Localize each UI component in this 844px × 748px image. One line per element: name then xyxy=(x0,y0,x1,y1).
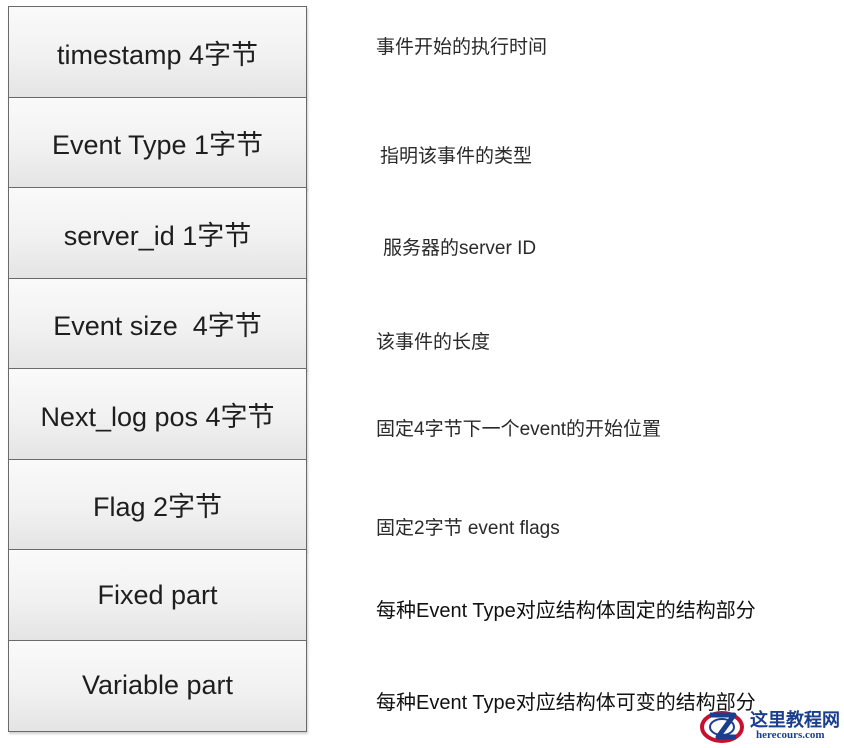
field-box-next-log-pos: Next_log pos 4字节 xyxy=(8,368,307,460)
field-box-variable-part: Variable part xyxy=(8,639,307,732)
field-description-event-type: 指明该事件的类型 xyxy=(380,146,533,167)
field-description-next-log-pos: 固定4字节下一个event的开始位置 xyxy=(376,419,662,440)
field-description-fixed-part: 每种Event Type对应结构体固定的结构部分 xyxy=(376,600,756,622)
watermark-url: herecours.com xyxy=(756,729,825,741)
field-box-server-id: server_id 1字节 xyxy=(8,187,307,279)
field-box-timestamp: timestamp 4字节 xyxy=(8,6,307,98)
field-description-timestamp: 事件开始的执行时间 xyxy=(376,37,548,58)
watermark-title: 这里教程网 xyxy=(750,710,840,731)
field-box-event-type: Event Type 1字节 xyxy=(8,96,307,189)
field-box-flag: Flag 2字节 xyxy=(8,458,307,551)
field-box-stack: timestamp 4字节 Event Type 1字节 server_id 1… xyxy=(8,6,307,732)
field-description-variable-part: 每种Event Type对应结构体可变的结构部分 xyxy=(376,692,756,714)
field-box-event-size: Event size 4字节 xyxy=(8,277,307,370)
site-logo-icon xyxy=(700,711,744,743)
field-description-server-id: 服务器的server ID xyxy=(383,238,537,259)
watermark: 这里教程网 herecours.com xyxy=(700,704,840,746)
field-description-flag: 固定2字节 event flags xyxy=(376,518,560,539)
field-box-fixed-part: Fixed part xyxy=(8,549,307,641)
field-description-event-size: 该事件的长度 xyxy=(376,332,491,353)
